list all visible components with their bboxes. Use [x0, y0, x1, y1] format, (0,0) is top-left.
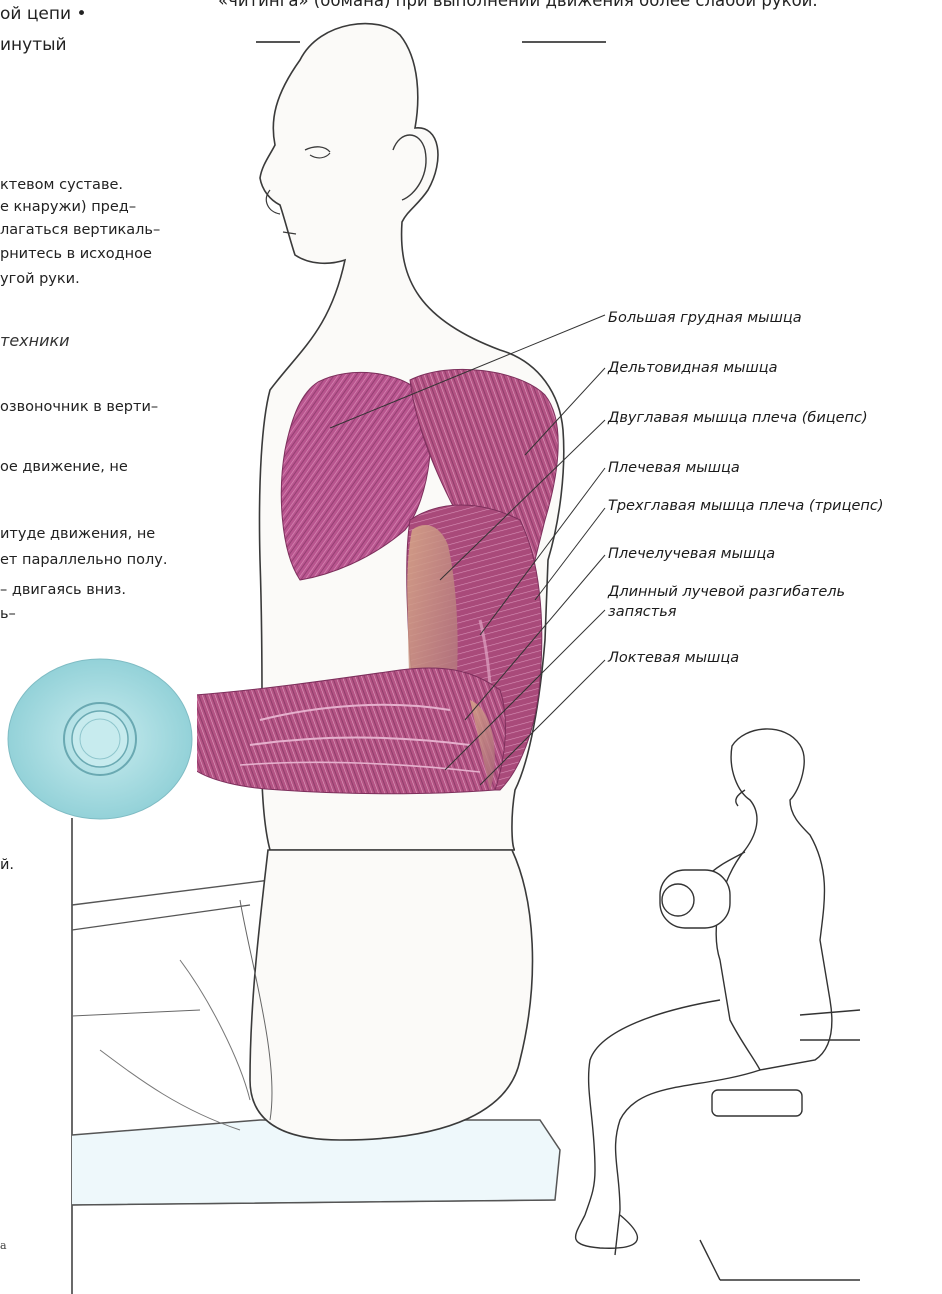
- weight-plate: [7, 659, 197, 819]
- label-anconeus: Локтевая мышца: [608, 650, 739, 666]
- label-deltoid: Дельтовидная мышца: [608, 360, 777, 376]
- label-biceps: Двуглавая мышца плеча (бицепс): [608, 410, 868, 426]
- label-extensor-carpi-radialis-cont: запястья: [608, 604, 677, 620]
- forearm-muscles: [195, 668, 505, 794]
- label-pectoralis-major: Большая грудная мышца: [608, 310, 802, 326]
- label-triceps: Трехглавая мышца плеча (трицепс): [608, 498, 883, 514]
- seated-figure: [576, 729, 860, 1280]
- label-brachioradialis: Плечелучевая мышца: [608, 546, 775, 562]
- label-brachialis: Плечевая мышца: [608, 460, 740, 476]
- label-extensor-carpi-radialis: Длинный лучевой разгибатель: [608, 584, 845, 600]
